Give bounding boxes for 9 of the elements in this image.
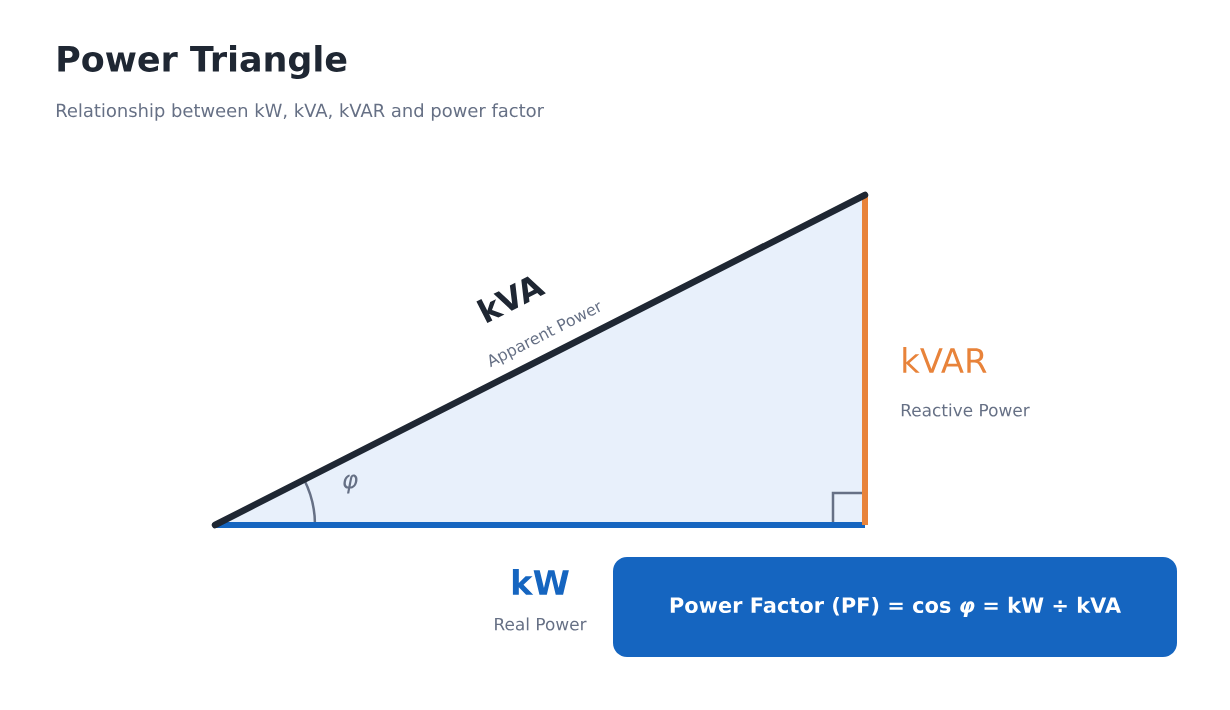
side-label: kVA <box>476 276 546 324</box>
side-caption: Reactive Power <box>901 403 1030 417</box>
side-caption: Real Power <box>495 617 587 631</box>
subtitle: Relationship between kW, kVA, kVAR and power factor <box>56 103 544 121</box>
angle-label: φ <box>343 474 358 494</box>
title: Power Triangle <box>58 44 347 79</box>
side-label: kVAR <box>903 347 987 373</box>
formula-box: Power Factor (PF) = cos φ = kW ÷ kVA <box>613 557 1177 657</box>
side-label: kW <box>512 569 569 595</box>
